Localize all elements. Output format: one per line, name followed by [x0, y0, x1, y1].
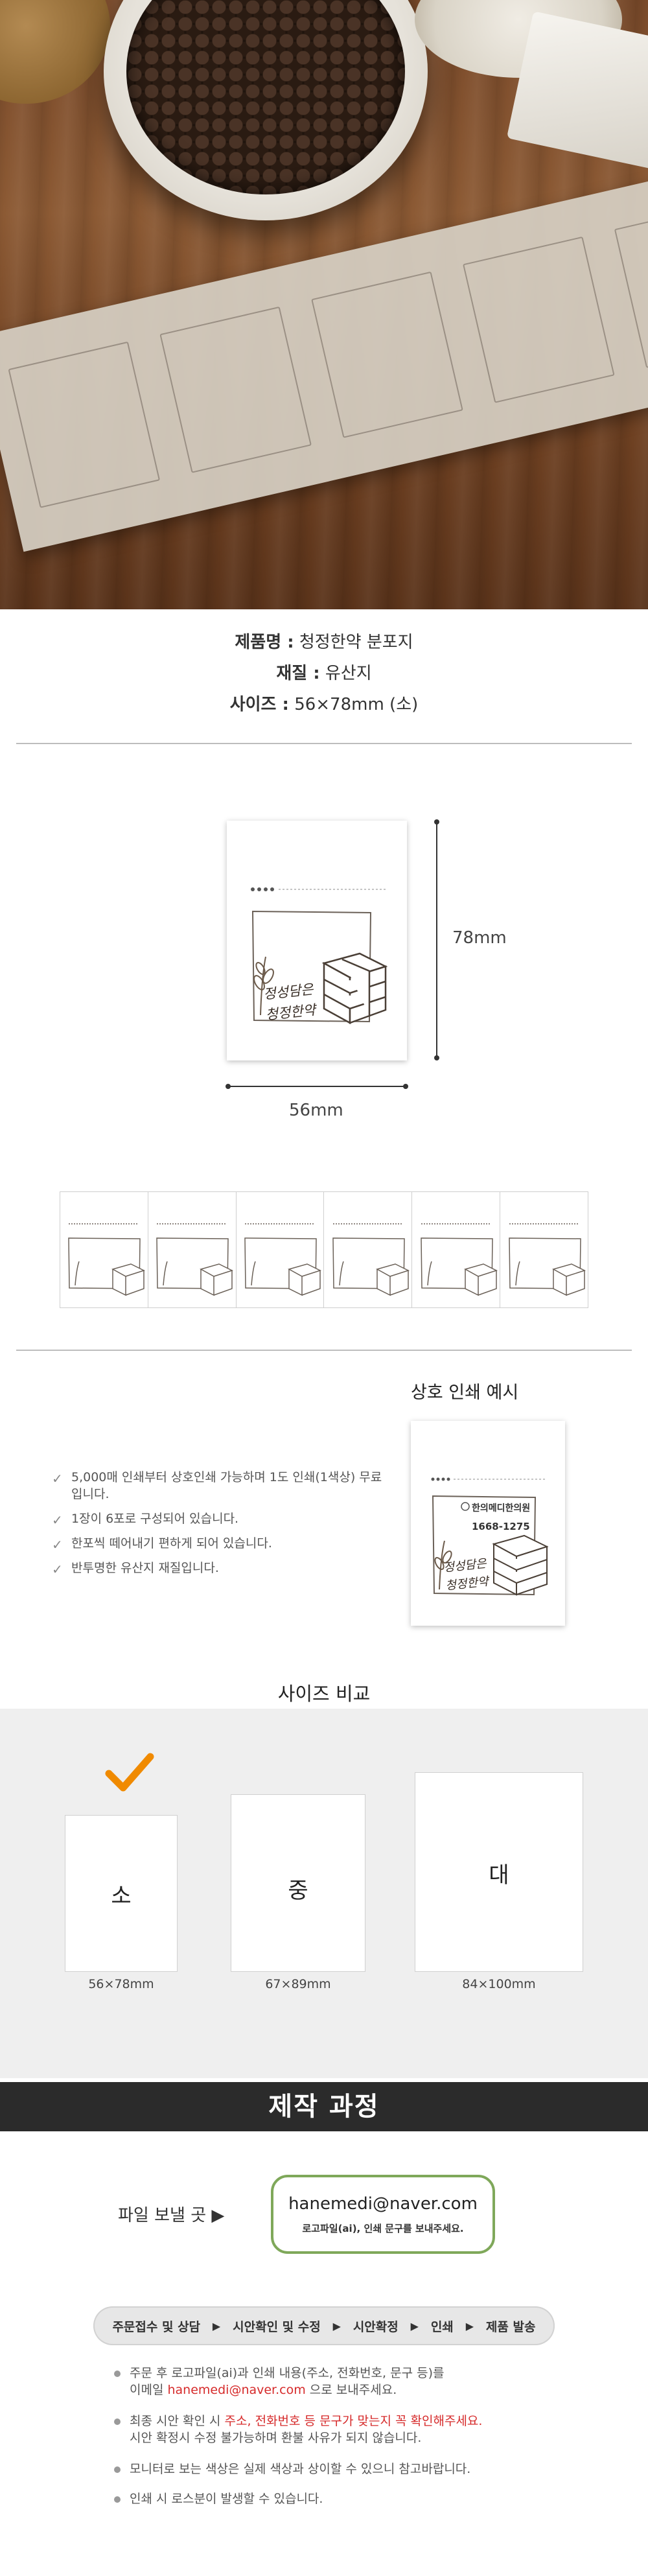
size-caption-large: 84×100mm: [462, 1977, 536, 1991]
email-address[interactable]: hanemedi@naver.com: [288, 2194, 478, 2214]
note-item: 모니터로 보는 색상은 실제 색상과 상이할 수 있으니 참고바랍니다.: [114, 2461, 596, 2477]
size-box-large-label: 대: [489, 1862, 509, 1888]
herb-package-icon: [321, 952, 388, 1025]
herb-bowl-left: [0, 0, 110, 104]
herbal-pills: [126, 0, 405, 194]
material-line: 재질 : 유산지: [0, 660, 648, 684]
material-value: 유산지: [325, 664, 372, 683]
strip-label: [614, 201, 648, 368]
material-key: 재질 :: [276, 664, 320, 683]
print-example-artwork: [431, 1477, 549, 1596]
grain-icon: [434, 1540, 452, 1590]
label-calligraphy: 정성담은 청정한약: [443, 1555, 489, 1596]
chevron-right-icon: ▶: [332, 2319, 341, 2332]
check-icon: ✓: [52, 1471, 63, 1486]
step-ship: 제품 발송: [485, 2319, 536, 2334]
size-key: 사이즈 :: [229, 695, 289, 714]
note-text: 모니터로 보는 색상은 실제 색상과 상이할 수 있으니 참고바랍니다.: [130, 2462, 471, 2476]
note-text-part: 최종 시안 확인 시: [130, 2414, 225, 2428]
note-text: 주문 후 로고파일(ai)과 인쇄 내용(주소, 전화번호, 문구 등)를: [130, 2366, 445, 2380]
check-icon: ✓: [52, 1537, 63, 1552]
clinic-phone: 1668-1275: [472, 1521, 530, 1532]
dim-dot: [403, 1084, 408, 1089]
checkmark-icon: [105, 1753, 154, 1792]
bullet-icon: [114, 2418, 121, 2425]
note-warning: 주소, 전화번호 등 문구가 맞는지 꼭 확인해주세요.: [224, 2414, 483, 2428]
strip-label: [159, 306, 312, 473]
size-compare-title: 사이즈 비교: [277, 1683, 371, 1705]
process-steps: 주문접수 및 상담 ▶ 시안확인 및 수정 ▶ 시안확정 ▶ 인쇄 ▶ 제품 발…: [93, 2306, 555, 2345]
size-box-large: 대: [415, 1772, 583, 1972]
note-text: 시안 확정시 수정 불가능하며 환불 사유가 되지 않습니다.: [130, 2431, 422, 2445]
six-pack-artwork: [68, 1223, 585, 1296]
divider: [16, 1350, 632, 1351]
clinic-name: 한의메디한의원: [472, 1503, 531, 1514]
width-label: 56mm: [289, 1101, 343, 1120]
step-draft-confirm: 시안확정: [353, 2319, 399, 2334]
strip-label: [463, 236, 615, 403]
product-name-key: 제품명 :: [235, 633, 294, 652]
step-print: 인쇄: [430, 2319, 454, 2334]
feature-item: ✓ 5,000매 인쇄부터 상호인쇄 가능하며 1도 인쇄(1색상) 무료입니다…: [52, 1470, 382, 1501]
paper-strip: [0, 176, 648, 552]
send-file-label: 파일 보낼 곳 ▶: [118, 2206, 225, 2225]
product-name-line: 제품명 : 청정한약 분포지: [0, 629, 648, 653]
bullet-icon: [114, 2371, 121, 2377]
label-artwork: [251, 887, 388, 1025]
strip-label: [8, 341, 161, 508]
process-title-bar: 제작 과정: [0, 2082, 648, 2131]
size-box-medium-label: 중: [288, 1878, 308, 1904]
note-email-link[interactable]: hanemedi@naver.com: [167, 2383, 306, 2397]
chevron-right-icon: ▶: [212, 2319, 221, 2332]
divider: [16, 743, 632, 744]
email-instruction: 로고파일(ai), 인쇄 문구를 보내주세요.: [302, 2223, 464, 2234]
label-calligraphy: 정성담은 청정한약: [262, 979, 317, 1025]
note-text: 이메일 hanemedi@naver.com 으로 보내주세요.: [130, 2382, 596, 2398]
grain-icon: [253, 956, 274, 1016]
herb-package-icon: [492, 1534, 549, 1596]
height-dimension-line: [436, 822, 437, 1058]
hero-photo: [0, 0, 648, 609]
note-text: 인쇄 시 로스분이 발생할 수 있습니다.: [130, 2492, 323, 2506]
feature-item: ✓ 한포씩 떼어내기 편하게 되어 있습니다.: [52, 1536, 272, 1552]
size-value: 56×78mm (소): [294, 695, 419, 714]
width-dimension-line: [228, 1086, 406, 1087]
step-draft-review: 시안확인 및 수정: [233, 2319, 321, 2334]
strip-label: [311, 271, 463, 438]
label-preview: 정성담은 청정한약: [227, 821, 407, 1060]
check-icon: ✓: [52, 1512, 63, 1528]
size-line: 사이즈 : 56×78mm (소): [0, 691, 648, 715]
check-icon: ✓: [52, 1562, 63, 1577]
note-item: 최종 시안 확인 시 주소, 전화번호 등 문구가 맞는지 꼭 확인해주세요. …: [114, 2413, 596, 2446]
note-text-part: 으로 보내주세요.: [305, 2383, 397, 2397]
size-caption-small: 56×78mm: [88, 1977, 154, 1991]
height-label: 78mm: [452, 928, 507, 948]
dim-dot: [434, 1055, 439, 1060]
size-caption-medium: 67×89mm: [265, 1977, 331, 1991]
feature-item: ✓ 반투명한 유산지 재질입니다.: [52, 1561, 219, 1577]
note-item: 인쇄 시 로스분이 발생할 수 있습니다.: [114, 2490, 596, 2507]
size-box-small: 소: [65, 1815, 178, 1972]
chevron-right-icon: ▶: [465, 2319, 474, 2332]
size-box-small-label: 소: [111, 1882, 132, 1909]
size-box-medium: 중: [231, 1794, 365, 1972]
note-item: 주문 후 로고파일(ai)과 인쇄 내용(주소, 전화번호, 문구 등)를 이메…: [114, 2365, 596, 2398]
note-text-part: 이메일: [130, 2383, 168, 2397]
step-order: 주문접수 및 상담: [112, 2319, 201, 2334]
bullet-icon: [114, 2496, 121, 2503]
powder-sachet: [506, 11, 648, 170]
bullet-icon: [114, 2466, 121, 2473]
print-example-label: 한의메디한의원 1668-1275 정성담은 청정한약: [411, 1421, 565, 1626]
chevron-right-icon: ▶: [410, 2319, 419, 2332]
email-box: hanemedi@naver.com 로고파일(ai), 인쇄 문구를 보내주세…: [271, 2175, 495, 2254]
print-example-title: 상호 인쇄 예시: [411, 1383, 519, 1403]
note-text: 최종 시안 확인 시 주소, 전화번호 등 문구가 맞는지 꼭 확인해주세요.: [130, 2413, 596, 2430]
feature-item: ✓ 1장이 6포로 구성되어 있습니다.: [52, 1512, 239, 1528]
product-name-value: 청정한약 분포지: [299, 633, 413, 652]
